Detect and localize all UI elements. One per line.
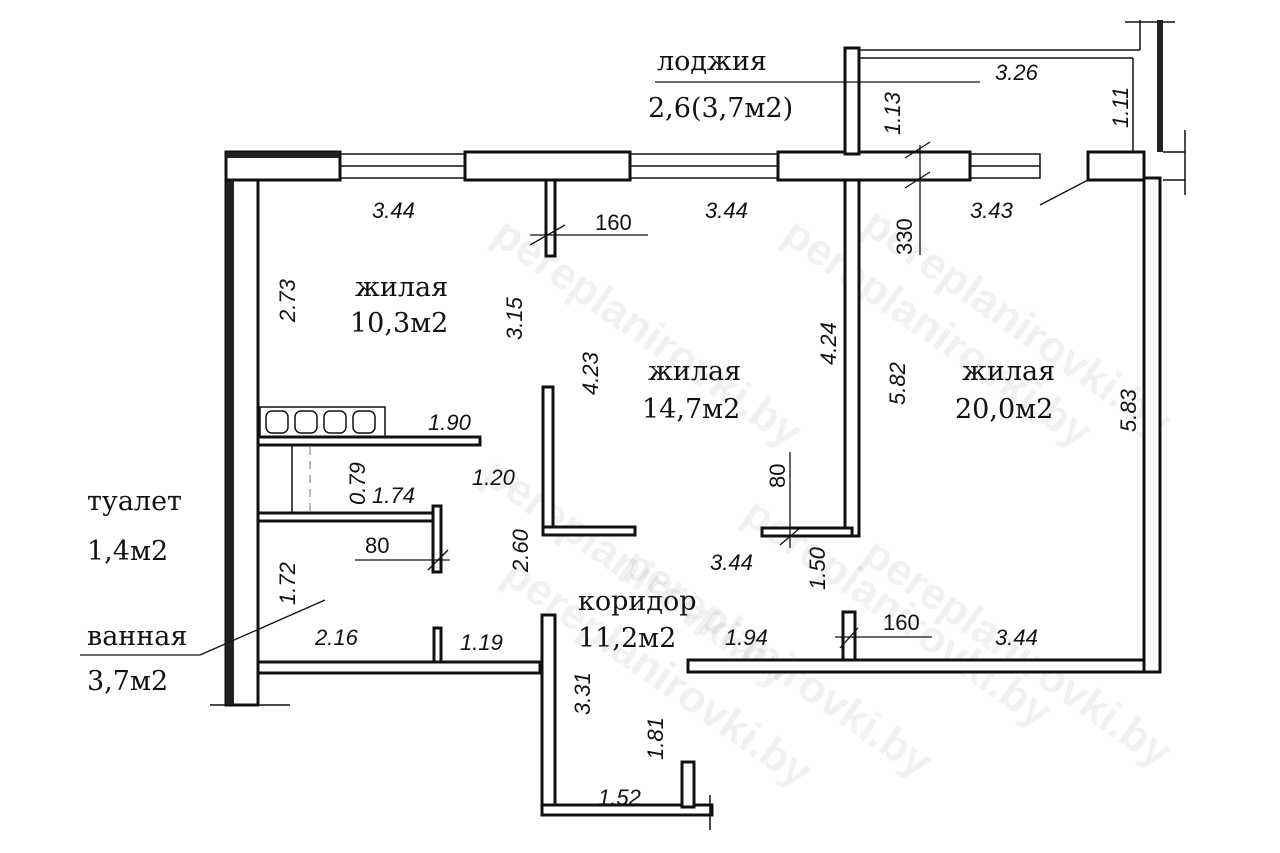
- room-loggia-area: 2,6(3,7м2): [648, 93, 793, 124]
- dim-label: 3.44: [705, 198, 748, 223]
- dim-label: 1.13: [880, 91, 905, 135]
- dim-label: 3.44: [995, 625, 1038, 650]
- wall-entry-right: [680, 760, 696, 809]
- room-living1-area: 10,3м2: [350, 308, 448, 339]
- room-living2-name: жилая: [648, 356, 741, 387]
- cabinet: [259, 406, 386, 513]
- dim-label: 1.11: [1108, 87, 1133, 128]
- dim-label: 3.26: [995, 60, 1039, 85]
- wall-loggia-left: [843, 46, 861, 156]
- wall-entry-bottom: [540, 803, 714, 817]
- dim-label: 80: [365, 533, 389, 558]
- room-living3-area: 20,0м2: [955, 394, 1053, 425]
- leaders: [80, 81, 1089, 656]
- wall-toilet-bottom: [256, 511, 442, 523]
- dim-label: 1.94: [725, 625, 768, 650]
- room-corridor-name: коридор: [578, 586, 697, 617]
- wall-living3-stub: [841, 610, 857, 662]
- dim-label: 1.81: [643, 717, 668, 760]
- wall-pier-right: [1086, 150, 1146, 182]
- dim-label: 0.79: [345, 462, 370, 505]
- dim-label: 4.24: [816, 322, 841, 365]
- room-toilet-name: туалет: [87, 486, 182, 517]
- dim-label: 1.20: [472, 465, 516, 490]
- wall-living2-bottom: [760, 526, 854, 538]
- dim-label: 330: [892, 218, 917, 255]
- dim-label: 3.43: [970, 198, 1014, 223]
- dim-label: 1.74: [372, 483, 415, 508]
- wall-bottom-right: [686, 658, 1146, 674]
- wall-top-3: [776, 150, 972, 182]
- dim-label: 3.44: [372, 198, 415, 223]
- window-3: [969, 153, 1041, 179]
- wall-top-2: [463, 150, 632, 182]
- wall-living2-living3: [843, 178, 861, 538]
- dim-label: 1.52: [598, 785, 641, 810]
- dimension-labels: 3.26 1.13 1.11 3.43 330 3.44 160 3.44 2.…: [275, 60, 1141, 810]
- wall-bath-stub: [432, 626, 443, 664]
- room-loggia-name: лоджия: [657, 46, 767, 77]
- dim-label: 1.72: [275, 562, 300, 605]
- wall-living2-left: [541, 385, 555, 537]
- room-bathroom-area: 3,7м2: [87, 666, 168, 697]
- dim-label: 3.31: [570, 672, 595, 715]
- wall-right: [1142, 176, 1162, 674]
- wall-living2-bottom-left: [541, 525, 637, 537]
- dim-label: 2.16: [314, 625, 359, 650]
- dim-label: 80: [765, 464, 790, 488]
- wall-bath-side: [431, 504, 443, 574]
- dim-label: 1.90: [428, 410, 472, 435]
- room-toilet-area: 1,4м2: [87, 536, 168, 567]
- dim-label: 2.60: [508, 528, 533, 573]
- room-living1-name: жилая: [355, 272, 448, 303]
- dim-label: 3.15: [502, 296, 527, 340]
- room-bathroom-name: ванная: [87, 621, 187, 652]
- room-living2-area: 14,7м2: [642, 394, 740, 425]
- walls: [210, 20, 1186, 830]
- room-living3-name: жилая: [962, 356, 1055, 387]
- wall-toilet-top: [256, 435, 482, 447]
- dim-label: 5.83: [1116, 388, 1141, 432]
- room-labels: лоджия 2,6(3,7м2) жилая 10,3м2 жилая 14,…: [87, 46, 1055, 697]
- dim-label: 160: [595, 210, 632, 235]
- partition-stub: [544, 178, 557, 258]
- dim-label: 1.19: [460, 630, 503, 655]
- room-corridor-area: 11,2м2: [578, 623, 676, 654]
- dim-label: 3.44: [710, 550, 753, 575]
- dim-label: 2.73: [275, 278, 300, 323]
- dim-label: 4.23: [578, 351, 603, 395]
- dim-label: 5.82: [885, 362, 910, 405]
- window-1: [339, 153, 466, 179]
- dim-label: 1.50: [805, 546, 830, 590]
- wall-bottom-left: [256, 660, 542, 675]
- dim-label: 160: [883, 610, 920, 635]
- wall-entry-left: [540, 613, 557, 817]
- window-2: [629, 153, 779, 179]
